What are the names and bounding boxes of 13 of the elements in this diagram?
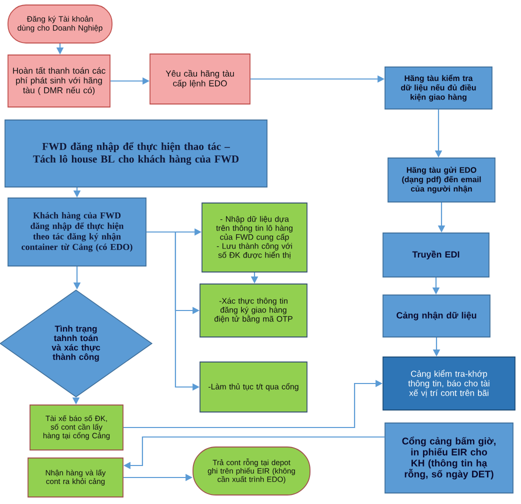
process-box: Hãng tàu gửi EDO (dạng pdf) đến email của người nhận [388,158,496,202]
process-box: -Làm thủ tục t/t qua cổng [200,362,308,412]
process-box: Hoàn tất thanh toán các phí phát sinh với hãng tàu ( DMR nếu có) [8,54,110,108]
process-box: Truyền EDI [382,232,490,278]
process-box: Yêu cầu hãng tàu cấp lệnh EDO [150,54,250,104]
process-box: FWD đăng nhập để thực hiện thao tác – Tách lô house BL cho khách hàng của FWD [4,120,268,188]
process-box: -Xác thực thông tin đăng ký giao hàng điện tử bằng mã OTP [200,284,308,338]
process-box: Hãng tàu kiểm tra dữ liệu nếu đủ điều kiện giao hàng [384,66,492,110]
process-box: Cổng cảng bấm giờ, in phiếu EIR cho KH (thông tin hạ rỗng, số ngày DET) [384,422,514,494]
process-box: Cảng kiểm tra-khớp thông tin, báo cho tài xế vị trí cont trên bãi [382,356,516,410]
process-box: - Nhập dữ liệu dựa trên thông tin lô hàng của FWD cung cấp - Lưu thành công với số ĐK được hiển thị [202,202,308,272]
process-box: Cảng nhận dữ liệu [382,294,490,338]
process-box: Khách hàng của FWD đăng nhập để thực hiện theo tác đăng ký nhận container từ Cảng (có EDO) [8,198,146,266]
